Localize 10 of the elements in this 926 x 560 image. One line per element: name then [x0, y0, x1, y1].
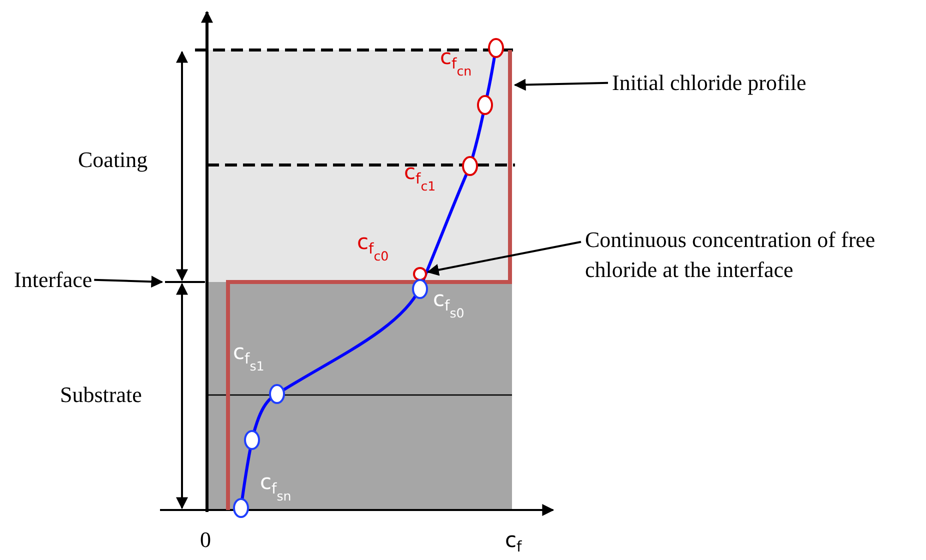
leader-arrow [426, 240, 582, 276]
axis-label: c$_{f}$ [505, 528, 522, 556]
annotation-text: Interface [14, 265, 92, 295]
leader-arrow [514, 78, 608, 91]
region-label: Coating [78, 146, 148, 174]
region-label: Substrate [60, 381, 142, 409]
annotation-text: Continuous concentration of free chloride at the interface [585, 225, 925, 284]
annotation-text: Initial chloride profile [612, 68, 806, 98]
leader-arrow [94, 276, 164, 288]
axis-origin-label: 0 [200, 526, 211, 554]
